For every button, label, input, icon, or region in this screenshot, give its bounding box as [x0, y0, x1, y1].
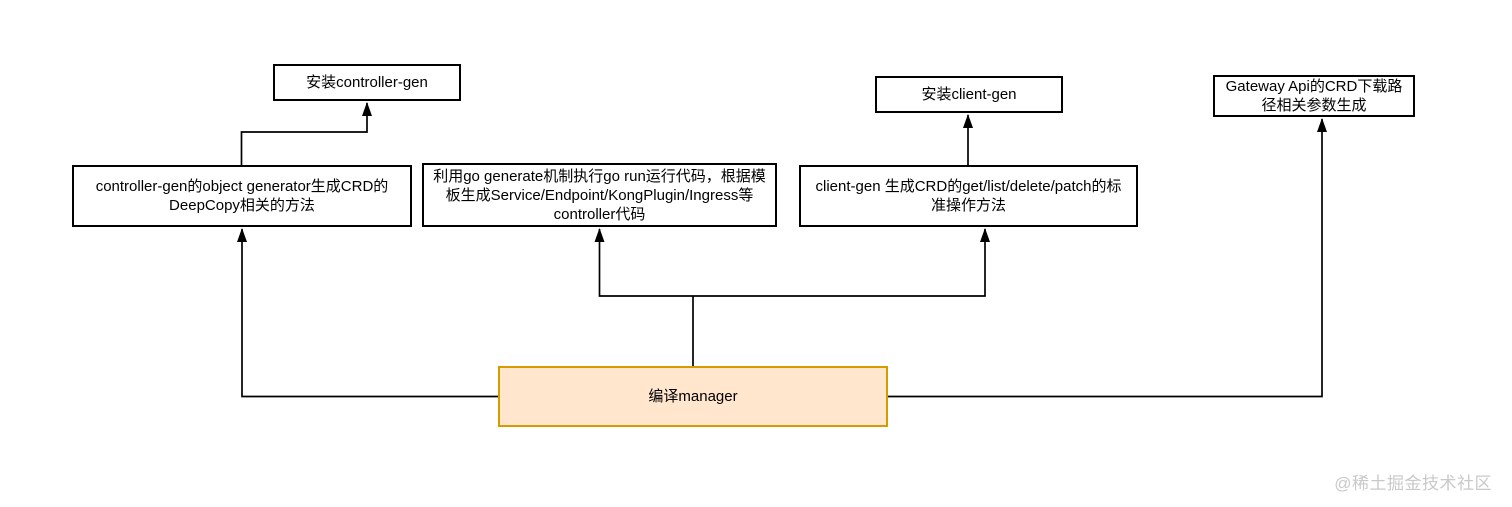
- connector-manager-to-deepcopy: [237, 228, 498, 398]
- node-install-client-gen: 安装client-gen: [875, 76, 1063, 113]
- node-compile-manager: 编译manager: [498, 366, 888, 427]
- node-label: 利用go generate机制执行go run运行代码，根据模板生成Servic…: [433, 167, 766, 223]
- node-label: 安装controller-gen: [306, 74, 428, 91]
- node-gateway-api: Gateway Api的CRD下载路径相关参数生成: [1213, 75, 1415, 117]
- connector-manager-to-client-gen: [693, 228, 990, 297]
- node-label: 安装client-gen: [921, 86, 1017, 103]
- connector-manager-to-go-generate: [594, 228, 693, 297]
- node-go-generate: 利用go generate机制执行go run运行代码，根据模板生成Servic…: [422, 163, 777, 227]
- node-install-controller-gen: 安装controller-gen: [273, 64, 461, 101]
- watermark: @稀土掘金技术社区: [1334, 474, 1492, 493]
- node-label: controller-gen的object generator生成CRD的Dee…: [95, 178, 389, 214]
- node-controller-gen-deepcopy: controller-gen的object generator生成CRD的Dee…: [72, 165, 412, 227]
- connector-deepcopy-to-install-controller-gen: [240, 102, 372, 165]
- node-label: 编译manager: [648, 388, 738, 405]
- node-label: client-gen 生成CRD的get/list/delete/patch的标…: [815, 178, 1122, 214]
- connector-manager-to-gateway-api: [888, 118, 1327, 398]
- node-client-gen: client-gen 生成CRD的get/list/delete/patch的标…: [799, 165, 1138, 227]
- node-label: Gateway Api的CRD下载路径相关参数生成: [1225, 78, 1403, 114]
